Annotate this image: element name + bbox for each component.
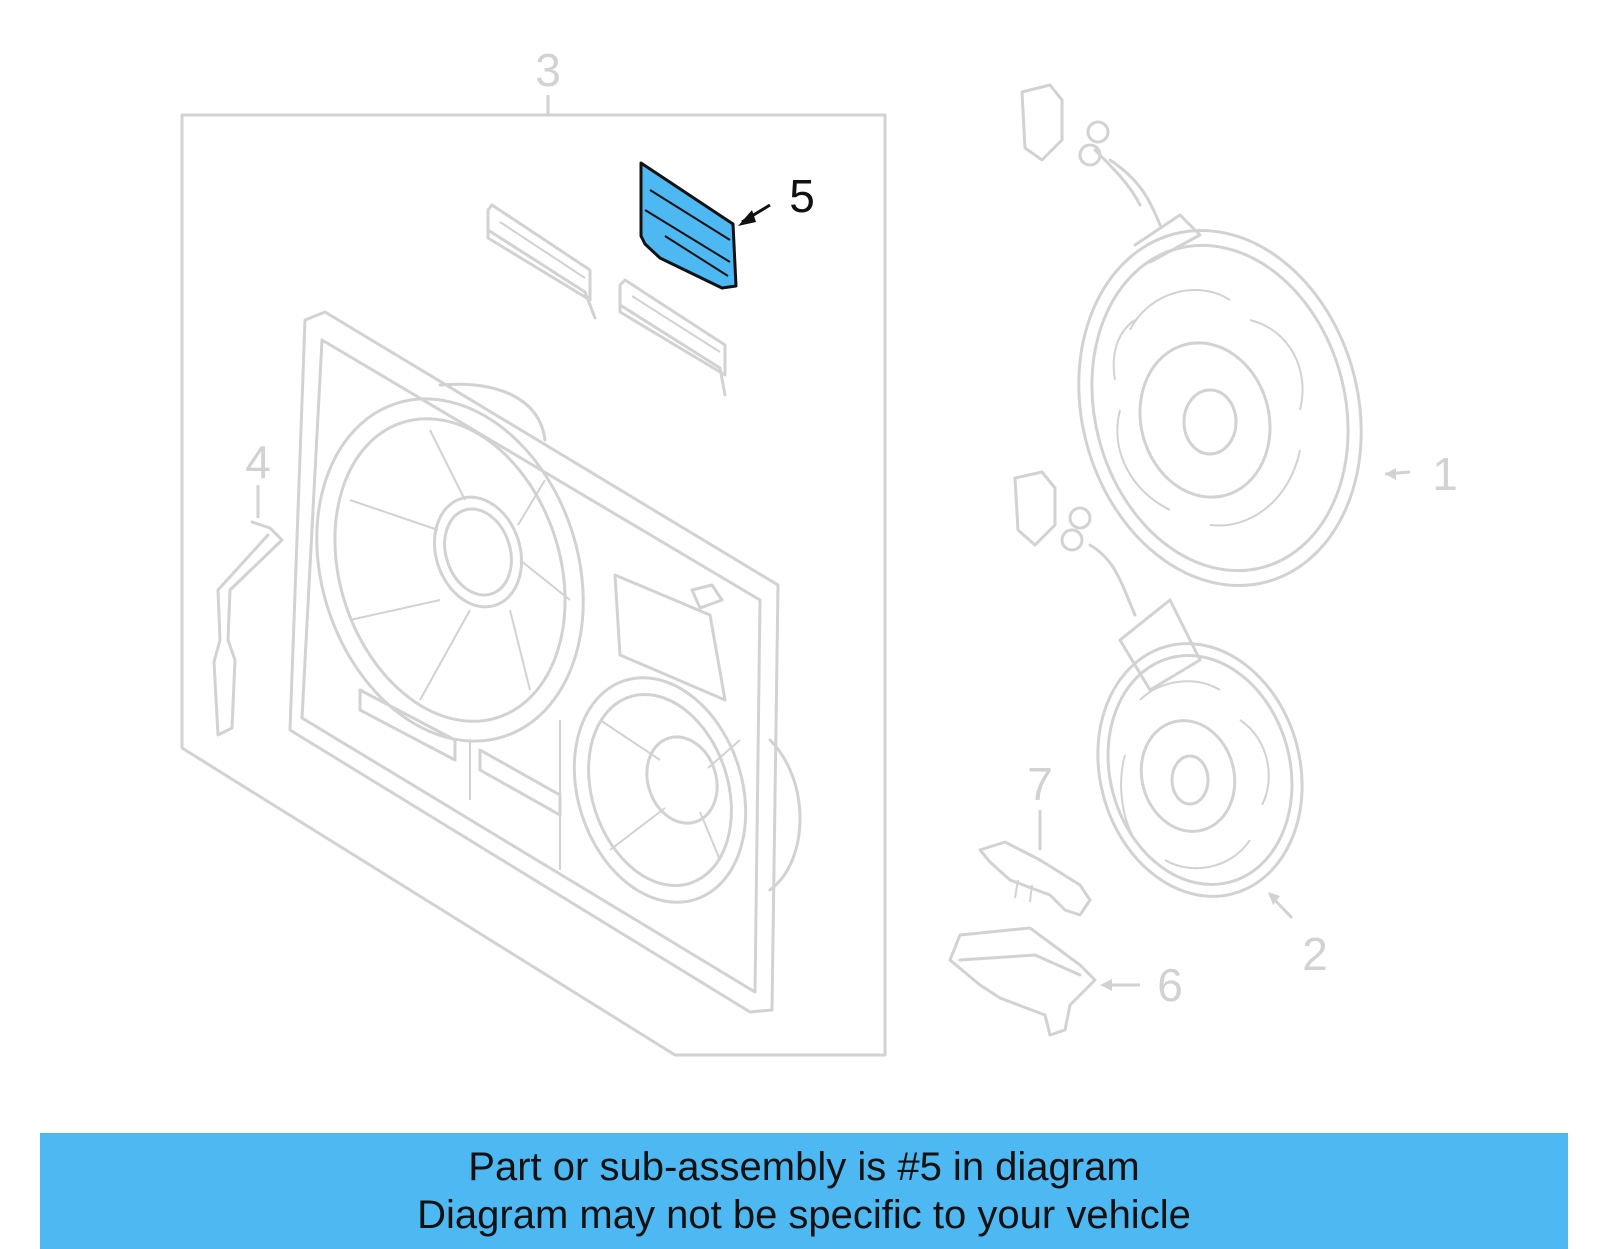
callout-6: 6 [1157, 959, 1183, 1011]
info-banner: Part or sub-assembly is #5 in diagram Di… [40, 1133, 1568, 1249]
parts-diagram: 3 4 5 1 7 2 6 [180, 44, 1458, 1057]
callout-7: 7 [1027, 758, 1053, 810]
callout-2: 2 [1302, 928, 1328, 980]
assembly-3-frame [180, 95, 887, 1057]
part-6-bracket[interactable] [948, 926, 1140, 1037]
callout-1: 1 [1432, 448, 1458, 500]
part-4-bracket[interactable] [212, 485, 284, 737]
part-5-highlighted[interactable] [639, 161, 771, 290]
mounting-clip-right[interactable] [618, 278, 727, 397]
part-2-small-fan[interactable] [1013, 470, 1330, 920]
callout-4: 4 [245, 436, 271, 488]
fan-shroud[interactable] [274, 310, 802, 1014]
mounting-clip-left[interactable] [486, 203, 597, 320]
callout-3: 3 [535, 44, 561, 96]
banner-line-2: Diagram may not be specific to your vehi… [417, 1193, 1191, 1237]
banner-line-1: Part or sub-assembly is #5 in diagram [468, 1145, 1140, 1189]
callout-5: 5 [789, 170, 815, 222]
part-7-clip[interactable] [978, 810, 1092, 917]
part-1-large-fan[interactable] [1020, 83, 1411, 618]
